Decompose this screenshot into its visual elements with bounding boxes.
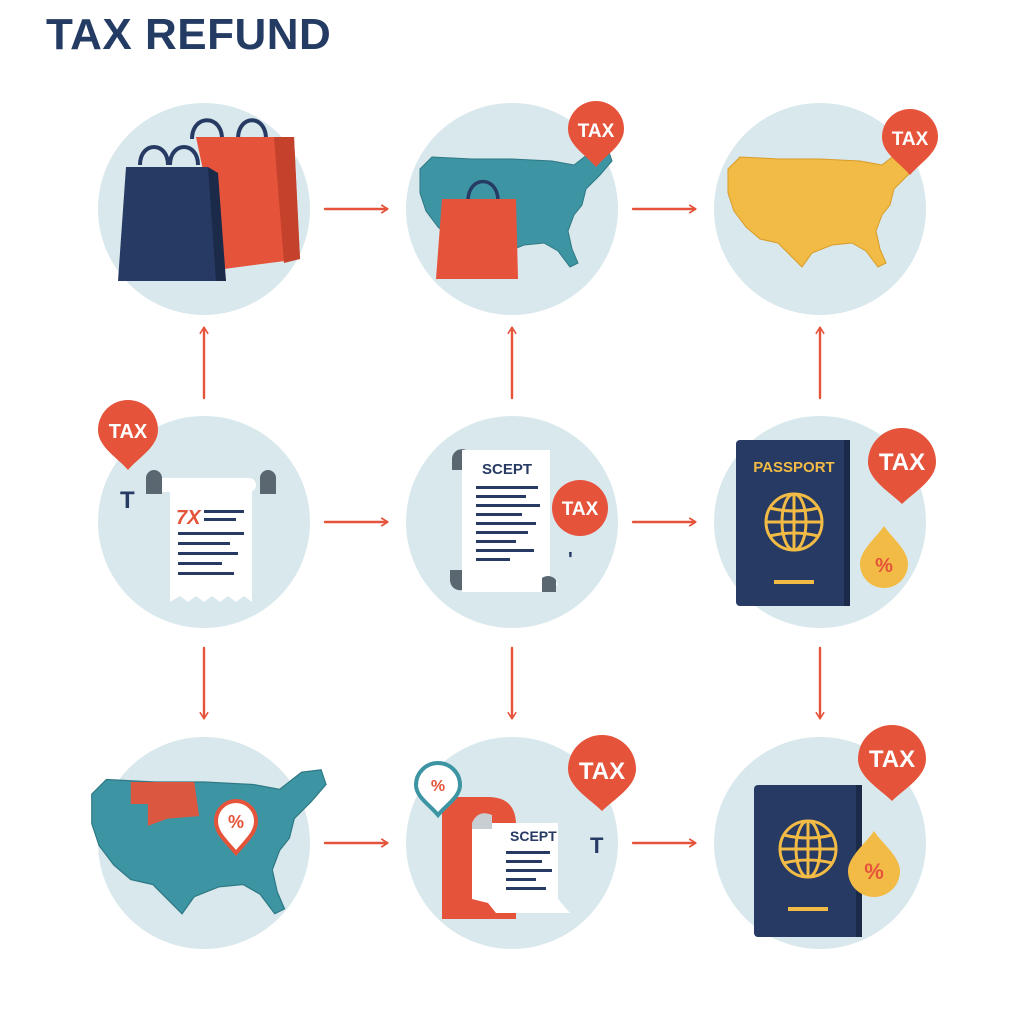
tax-pin-label: TAX (578, 121, 615, 142)
tax-pin: TAX (568, 735, 636, 811)
node-us-map-percent: % (91, 737, 327, 949)
tax-pin: TAX (858, 725, 926, 801)
node-receipt-center: SCEPT ' TAX (406, 416, 618, 628)
tax-pin: TAX (868, 428, 936, 504)
node-us-map-bag: TAX (406, 101, 624, 315)
tax-pin-label: TAX (879, 449, 925, 476)
tax-pin-label: TAX (579, 758, 625, 785)
tax-pin: TAX (98, 400, 158, 470)
receipt-icon: 7X (146, 470, 276, 602)
passport-label: PASSPORT (753, 459, 834, 476)
percent-map-pin: % (214, 799, 258, 855)
tax-pin-label: TAX (109, 421, 148, 443)
tax-pin: TAX (552, 480, 608, 536)
documents-icon: SCEPT (442, 797, 570, 919)
node-passport-right: PASSPORT TAX % (714, 416, 936, 628)
node-shopping-bags (98, 103, 310, 315)
tax-pin-label: TAX (869, 746, 915, 773)
percent-small-pin: % (413, 761, 463, 819)
percent-map-pin-label: % (228, 812, 244, 832)
passport-icon: PASSPORT (736, 440, 850, 606)
tax-pin-label: TAX (892, 129, 929, 150)
percent-drop-icon: % (860, 526, 908, 588)
tax-pin-label: TAX (562, 499, 599, 520)
percent-drop-label: % (875, 555, 893, 577)
percent-drop-label: % (864, 859, 884, 884)
globe-icon (778, 819, 838, 879)
percent-small-pin-label: % (431, 778, 445, 795)
tax-pin: TAX (882, 109, 938, 175)
flow-arrows (204, 209, 820, 843)
globe-icon (764, 492, 824, 552)
receipt-heading: SCEPT (510, 828, 557, 844)
node-passport-bottom: TAX % (714, 725, 926, 949)
receipt-icon: SCEPT (449, 449, 558, 592)
percent-drop-icon: % (848, 831, 900, 897)
passport-icon (754, 785, 862, 937)
receipt-heading: 7X (176, 507, 202, 529)
shopping-bags-icon (118, 118, 300, 281)
us-map-icon (91, 769, 327, 915)
node-documents-bottom: SCEPT % T TAX (406, 735, 636, 949)
side-mark: T (120, 487, 135, 514)
side-mark: ' (568, 549, 573, 571)
receipt-heading: SCEPT (482, 461, 532, 478)
node-receipt-left: 7X T TAX (98, 400, 310, 628)
node-us-map-yellow: TAX (714, 103, 938, 315)
shopping-bag-icon (436, 179, 518, 279)
tax-pin: TAX (568, 101, 624, 167)
page-title: TAX REFUND (46, 10, 332, 59)
side-mark: T (590, 833, 604, 858)
